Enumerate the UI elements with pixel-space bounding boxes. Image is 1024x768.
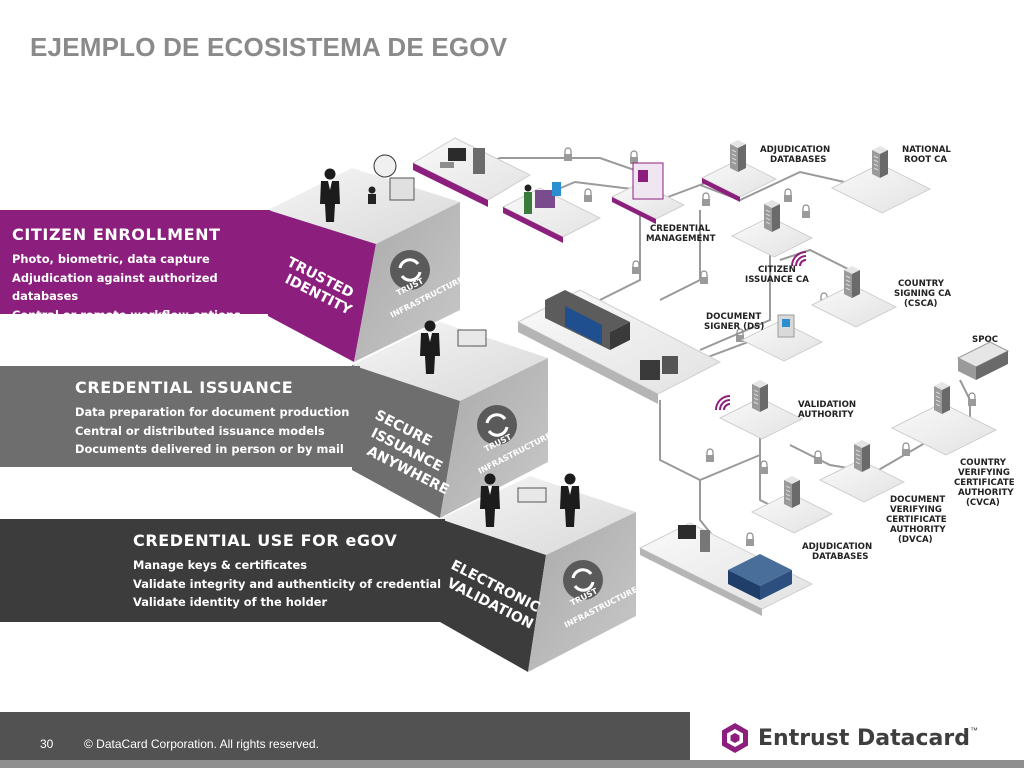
band-line: Adjudication against authorized database… [12,270,218,304]
hexagon-logo-icon [722,723,748,753]
label-line: VALIDATION [798,400,856,410]
band-heading: CITIZEN ENROLLMENT [12,225,221,244]
credential-use-band: CREDENTIAL USE FOR eGOV Manage keys & ce… [0,519,445,622]
label-line: (DVCA) [898,535,933,545]
label-document-verifying-ca: DOCUMENT VERIFYING CERTIFICATE AUTHORITY… [886,495,950,545]
label-validation-authority: VALIDATION AUTHORITY [798,400,859,420]
label-adjudication-db-top: ADJUDICATION DATABASES [760,145,833,165]
spoc-device [956,341,1010,380]
document-verifying-ca-platform [818,439,906,503]
label-adjudication-db-bottom: ADJUDICATION DATABASES [802,542,875,562]
copyright-text: © DataCard Corporation. All rights reser… [84,737,319,751]
ecosystem-diagram: TRUSTED IDENTITY TRUST INFRASTRUCTURE SE… [268,137,1018,672]
label-line: COUNTRY [960,458,1007,468]
label-citizen-issuance-ca: CITIZEN ISSUANCE CA [745,265,809,285]
label-line: ISSUANCE CA [745,275,809,285]
label-country-signing-ca: COUNTRY SIGNING CA (CSCA) [894,279,954,309]
label-credential-management: CREDENTIAL MANAGEMENT [646,224,716,244]
country-verifying-ca-platform [890,381,998,456]
label-spoc: SPOC [972,335,998,345]
label-line: VERIFYING [890,505,942,515]
credential-issuance-band: CREDENTIAL ISSUANCE Data preparation for… [0,366,360,467]
national-root-ca-platform [830,145,932,214]
band-line: Manage keys & certificates [133,558,308,572]
government-office-platform [638,522,814,616]
label-line: CERTIFICATE [886,515,947,525]
label-line: NATIONAL [902,145,951,155]
band-line: Validate integrity and authenticity of c… [133,576,442,591]
cube-electronic-validation [440,473,636,672]
label-line: VERIFYING [958,468,1010,478]
label-line: (CVCA) [966,498,1000,508]
label-line: ADJUDICATION [760,145,830,155]
brand-name: Entrust Datacard [758,725,970,751]
band-line: Validate identity of the holder [133,595,328,609]
band-line: Central or remote workflow options [12,307,241,322]
cube-secure-issuance [352,320,548,518]
adjudication-db-top-platform [700,139,778,202]
enrollment-desk-platform [501,182,602,243]
label-line: CREDENTIAL [650,224,711,234]
brand-trademark: ™ [969,726,978,735]
label-line: SIGNING CA [894,289,951,299]
band-line: Data preparation for document production [75,405,350,419]
band-heading: CREDENTIAL USE FOR eGOV [133,531,398,550]
issuance-machine-platform [516,289,722,404]
band-heading: CREDENTIAL ISSUANCE [75,378,294,397]
brand-logo: Entrust Datacard ™ [720,722,978,754]
label-line: AUTHORITY [958,488,1014,498]
cube-trusted-identity [268,154,460,362]
citizen-enrollment-band: CITIZEN ENROLLMENT Photo, biometric, dat… [0,210,270,322]
label-line: DOCUMENT [890,495,945,505]
label-line: (CSCA) [904,299,938,309]
page-number: 30 [40,737,54,751]
slide-title: EJEMPLO DE ECOSISTEMA DE EGOV [30,32,508,62]
label-line: ROOT CA [904,155,947,165]
adjudication-db-bottom-platform [750,475,834,534]
label-line: CERTIFICATE [954,478,1015,488]
label-document-signer: DOCUMENT SIGNER (DS) [704,312,764,332]
country-signing-ca-platform [810,265,898,328]
citizen-issuance-ca-platform [730,199,814,267]
label-line: ADJUDICATION [802,542,872,552]
label-line: AUTHORITY [890,525,946,535]
band-line: Documents delivered in person or by mail [75,442,344,456]
footer-bar [0,712,690,768]
label-line: DATABASES [812,552,868,562]
validation-authority-platform [715,379,804,440]
label-line: DOCUMENT [706,312,761,322]
label-line: MANAGEMENT [646,234,716,244]
credential-management-platform [610,162,686,224]
band-line: Photo, biometric, data capture [12,252,210,266]
enrollment-station-platform [411,137,532,207]
label-line: SPOC [972,335,998,345]
band-line: Central or distributed issuance models [75,423,325,438]
footer-strip [0,760,1024,768]
label-national-root-ca: NATIONAL ROOT CA [902,145,954,165]
label-line: DATABASES [770,155,826,165]
document-signer-platform [740,314,824,362]
label-line: CITIZEN [758,265,796,275]
label-line: SIGNER (DS) [704,322,764,332]
node-labels: ADJUDICATION DATABASES NATIONAL ROOT CA … [646,145,1018,562]
label-line: COUNTRY [898,279,945,289]
label-line: AUTHORITY [798,410,854,420]
label-country-verifying-ca: COUNTRY VERIFYING CERTIFICATE AUTHORITY … [954,458,1018,508]
